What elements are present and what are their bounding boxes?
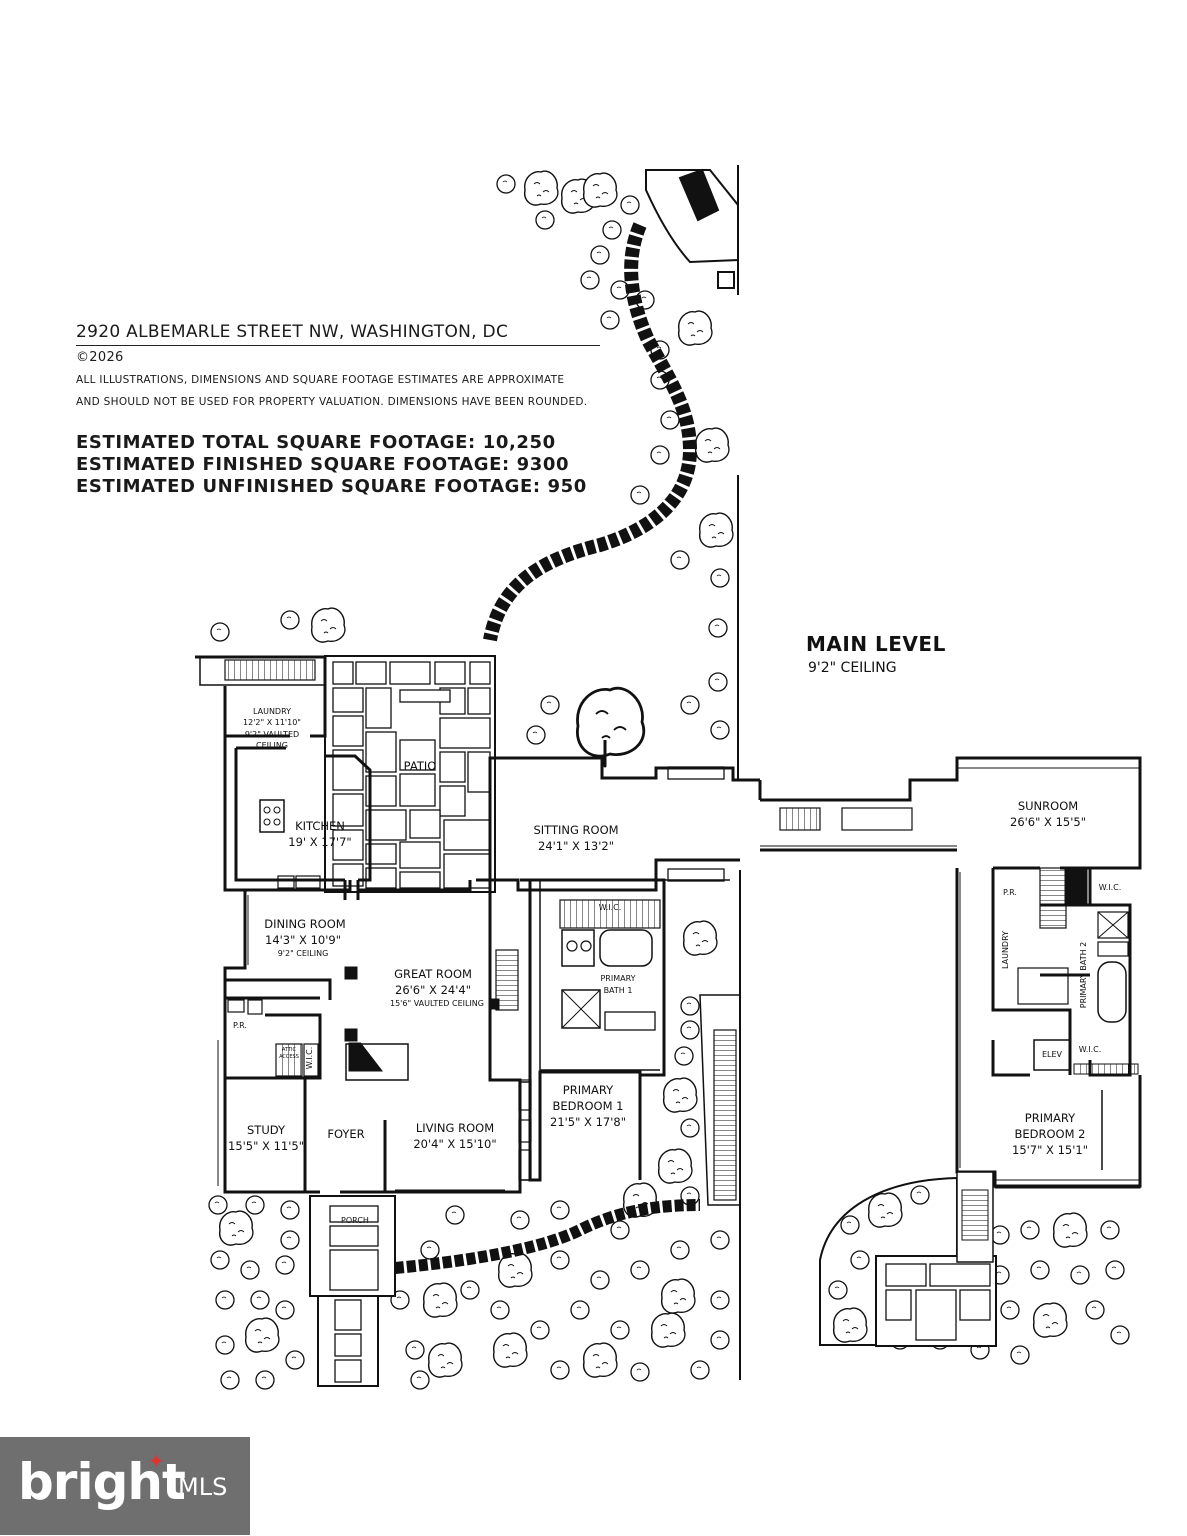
living-room-label: LIVING ROOM	[416, 1121, 494, 1135]
patio	[324, 655, 496, 893]
title-rule	[76, 345, 600, 346]
disclaimer-line-2: AND SHOULD NOT BE USED FOR PROPERTY VALU…	[76, 396, 588, 408]
primary-bedroom-1-label-2: BEDROOM 1	[553, 1099, 624, 1113]
primary-bedroom-2-dims: 15'7" X 15'1"	[1012, 1143, 1088, 1157]
address-title: 2920 ALBEMARLE STREET NW, WASHINGTON, DC	[76, 322, 509, 342]
great-room-label: GREAT ROOM	[394, 967, 472, 981]
laundry-label: LAUNDRY	[253, 707, 291, 716]
sunroom-label: SUNROOM	[1018, 799, 1078, 813]
logo-spark-icon: ✦	[148, 1449, 165, 1473]
study-label: STUDY	[247, 1123, 286, 1137]
disclaimer-line-1: ALL ILLUSTRATIONS, DIMENSIONS AND SQUARE…	[76, 374, 565, 386]
pr-2-label: P.R.	[1003, 888, 1017, 897]
primary-bath-1-label-1: PRIMARY	[600, 974, 635, 983]
primary-bedroom-1-label-1: PRIMARY	[563, 1083, 614, 1097]
patio-label: PATIO	[404, 759, 437, 773]
foyer-label: FOYER	[327, 1127, 364, 1141]
bright-mls-logo: bright ✦ MLS	[0, 1437, 250, 1535]
total-sqft: ESTIMATED TOTAL SQUARE FOOTAGE: 10,250	[76, 432, 556, 453]
walls	[195, 655, 1142, 1206]
attic-label-1: ATTIC	[282, 1047, 297, 1053]
wic-study-label: W.I.C.	[305, 1047, 314, 1070]
finished-sqft: ESTIMATED FINISHED SQUARE FOOTAGE: 9300	[76, 454, 570, 475]
copyright: ©2026	[76, 350, 124, 365]
gazebo	[645, 165, 739, 295]
logo-brand: bright	[18, 1453, 186, 1511]
study-dims: 15'5" X 11'5"	[228, 1139, 304, 1153]
living-room-dims: 20'4" X 15'10"	[413, 1137, 496, 1151]
dining-room-dims: 14'3" X 10'9"	[265, 933, 341, 947]
primary-bath-2-label: PRIMARY BATH 2	[1079, 942, 1088, 1008]
laundry-2-label: LAUNDRY	[1001, 931, 1010, 969]
unfinished-sqft: ESTIMATED UNFINISHED SQUARE FOOTAGE: 950	[76, 476, 587, 497]
level-title: MAIN LEVEL	[806, 632, 946, 656]
primary-bedroom-1-dims: 21'5" X 17'8"	[550, 1115, 626, 1129]
terrace-right	[819, 1171, 997, 1347]
porch	[309, 1195, 396, 1387]
room-labels: LAUNDRY 12'2" X 11'10" 9'2" VAULTED CEIL…	[228, 707, 1121, 1225]
dining-room-note: 9'2" CEILING	[278, 949, 329, 958]
pr-1-label: P.R.	[233, 1021, 247, 1030]
great-room-dims: 26'6" X 24'4"	[395, 983, 471, 997]
logo-suffix: MLS	[178, 1473, 228, 1501]
level-ceiling: 9'2" CEILING	[808, 660, 897, 676]
sitting-room-dims: 24'1" X 13'2"	[538, 839, 614, 853]
primary-bath-1-label-2: BATH 1	[604, 986, 633, 995]
laundry-note-1: 9'2" VAULTED	[245, 730, 299, 739]
wic-2-label: W.I.C.	[1099, 883, 1122, 892]
laundry-note-2: CEILING	[256, 741, 288, 750]
laundry-dims: 12'2" X 11'10"	[243, 718, 301, 727]
dining-room-label: DINING ROOM	[264, 917, 345, 931]
kitchen-dims: 19' X 17'7"	[288, 835, 351, 849]
elev-label: ELEV	[1042, 1050, 1063, 1059]
primary-bedroom-2-label-1: PRIMARY	[1025, 1111, 1076, 1125]
stone-path	[394, 222, 701, 1274]
sunroom-dims: 26'6" X 15'5"	[1010, 815, 1086, 829]
wic-3-label: W.I.C.	[1079, 1045, 1102, 1054]
wic-1-label: W.I.C.	[599, 903, 622, 912]
primary-bedroom-2-label-2: BEDROOM 2	[1015, 1127, 1086, 1141]
attic-label-2: ACCESS	[279, 1054, 299, 1060]
great-room-note: 15'6" VAULTED CEILING	[390, 999, 484, 1008]
sitting-room-label: SITTING ROOM	[533, 823, 618, 837]
porch-label: PORCH	[341, 1216, 369, 1225]
kitchen-label: KITCHEN	[295, 819, 345, 833]
